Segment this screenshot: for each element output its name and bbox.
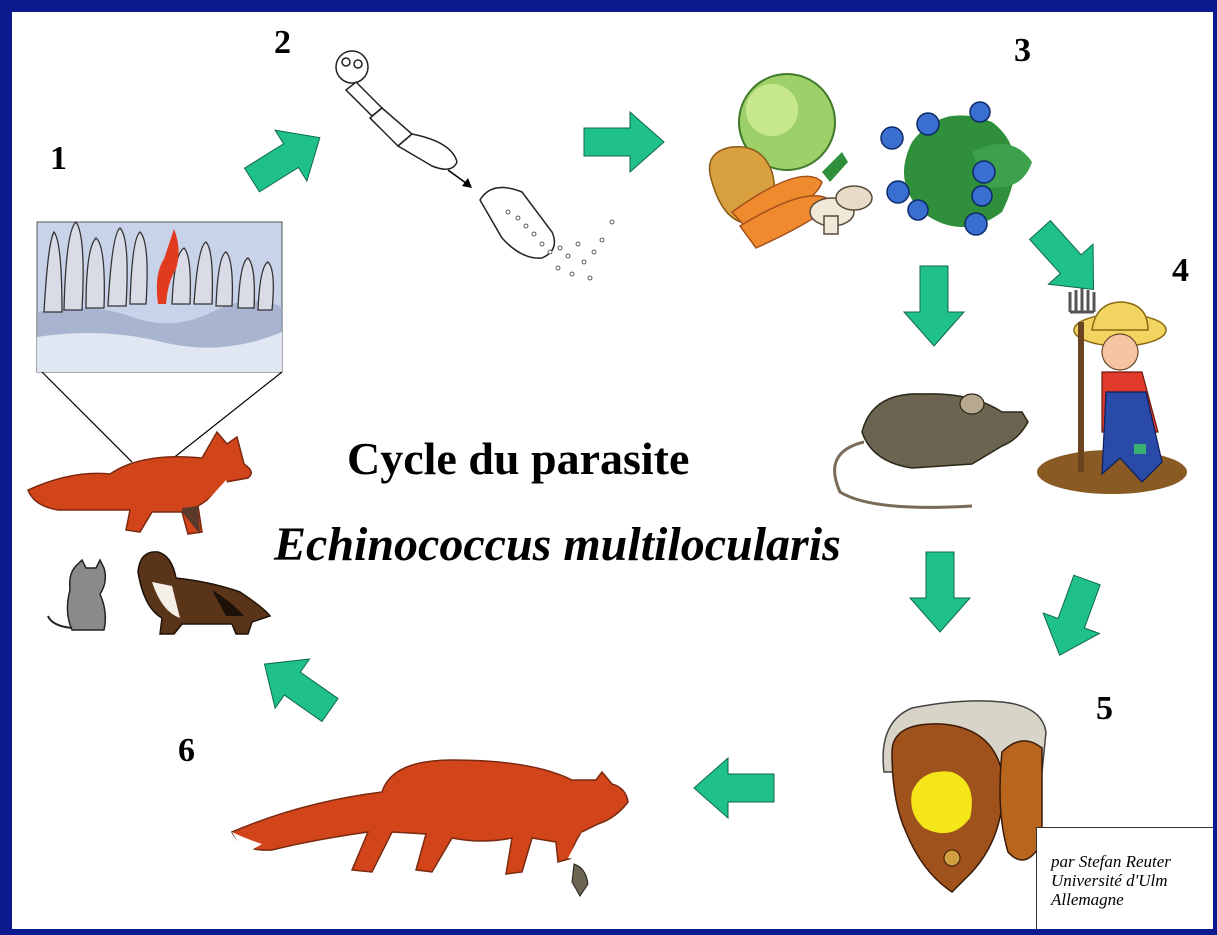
arrow-3-to-4 [1018, 210, 1116, 310]
arrow-1-to-2 [236, 112, 336, 205]
step-number-1: 1 [50, 140, 67, 178]
cat-icon [48, 560, 105, 630]
species-name: Echinococcus multilocularis [274, 517, 914, 572]
diagram-title: Cycle du parasite [347, 432, 877, 485]
blueberries-icon [881, 102, 1032, 235]
step-number-4: 4 [1172, 252, 1189, 290]
arrow-mouse-to-5 [910, 552, 970, 632]
credit-author: par Stefan Reuter [1051, 852, 1217, 871]
liver-icon [883, 701, 1046, 892]
arrow-6-to-1 [247, 640, 347, 735]
intestine-villi-icon [37, 222, 282, 467]
arrow-5-to-6 [694, 758, 774, 818]
credit-country: Allemagne [1051, 890, 1217, 909]
step-number-2: 2 [274, 24, 291, 62]
credit-university: Université d'Ulm [1051, 871, 1217, 890]
arrow-2-to-3 [584, 112, 664, 172]
fox-icon [232, 760, 628, 896]
dog-icon [138, 552, 270, 634]
fox-icon [28, 432, 251, 534]
farmer-icon [1037, 288, 1187, 494]
egg-capsule-icon [480, 188, 614, 281]
credit-box: par Stefan Reuter Université d'Ulm Allem… [1036, 827, 1217, 935]
step-number-3: 3 [1014, 32, 1031, 70]
step-number-5: 5 [1096, 690, 1113, 728]
vegetables-icon [710, 74, 873, 248]
tapeworm-icon [336, 51, 457, 169]
arrow-3-to-mouse [904, 266, 964, 346]
arrow-4-to-5 [1031, 570, 1115, 666]
step-number-6: 6 [178, 732, 195, 770]
